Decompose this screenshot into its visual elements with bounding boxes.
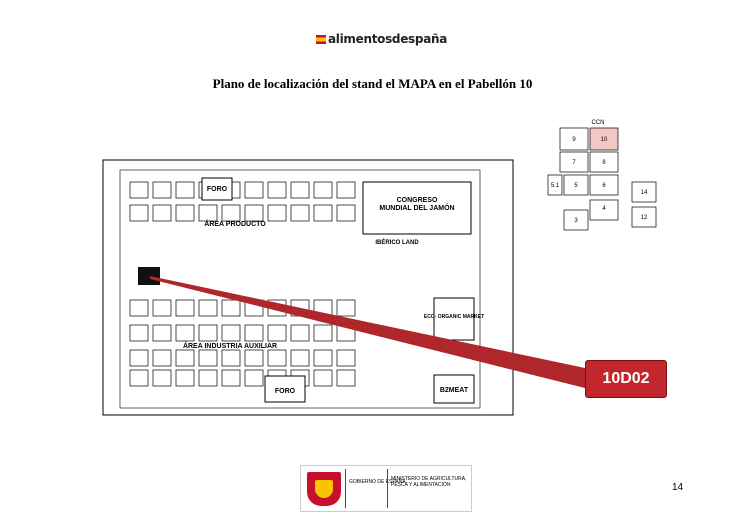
booth	[221, 349, 241, 367]
hall-8: 8	[602, 160, 606, 166]
booth	[129, 324, 149, 342]
booth	[152, 324, 172, 342]
eco-label: ECO- ORGANIC MARKET	[424, 314, 484, 320]
booth	[267, 324, 287, 342]
booth	[152, 181, 172, 199]
booth	[152, 204, 172, 222]
booth	[129, 349, 149, 367]
minimap	[547, 127, 657, 231]
booth	[336, 204, 356, 222]
booth	[175, 204, 195, 222]
booth	[313, 181, 333, 199]
booth	[290, 349, 310, 367]
congreso-label: CONGRESO	[397, 197, 438, 204]
congreso-zone	[362, 181, 472, 235]
booth	[175, 181, 195, 199]
hall-10: 10	[601, 137, 608, 143]
coat-of-arms-icon	[307, 472, 341, 506]
stand-10d02	[138, 267, 160, 285]
booth	[198, 299, 218, 317]
foro-label-top: FORO	[207, 186, 228, 193]
pointer-arrow	[150, 276, 585, 388]
hall-5-1: 5.1	[551, 183, 560, 189]
booth	[152, 299, 172, 317]
b2meat-label: B2MEAT	[440, 387, 469, 394]
booth	[290, 324, 310, 342]
area-industria-label: ÁREA INDUSTRIA AUXILIAR	[183, 341, 277, 350]
booth	[175, 299, 195, 317]
booth	[198, 369, 218, 387]
hall-7: 7	[572, 160, 576, 166]
booth	[175, 349, 195, 367]
hall-14: 14	[641, 190, 648, 196]
booth	[336, 349, 356, 367]
page-number: 14	[672, 482, 684, 493]
booth	[313, 324, 333, 342]
logo-text: alimentosdespaña	[328, 32, 448, 46]
booth	[221, 324, 241, 342]
ministry-label: MINISTERIO DE AGRICULTURA, PESCA Y ALIME…	[391, 476, 467, 488]
hall-4: 4	[602, 206, 606, 212]
alimentos-de-espana-logo: alimentosdespaña	[316, 32, 447, 46]
booth	[290, 204, 310, 222]
booth	[198, 324, 218, 342]
booth	[198, 204, 218, 222]
booth	[175, 369, 195, 387]
booth	[221, 204, 241, 222]
booth	[267, 181, 287, 199]
eco-market-zone	[433, 297, 475, 341]
booth	[267, 349, 287, 367]
booth	[290, 181, 310, 199]
booth	[152, 369, 172, 387]
hall-5: 5	[574, 183, 578, 189]
hall-3: 3	[574, 218, 578, 224]
mundial-jamon-label: MUNDIAL DEL JAMÓN	[379, 203, 454, 212]
flag-icon	[316, 35, 326, 44]
foro-label-bottom: FORO	[275, 388, 296, 395]
ministry-footer-logo: GOBIERNO DE ESPAÑA MINISTERIO DE AGRICUL…	[300, 465, 472, 512]
booth	[313, 349, 333, 367]
booth	[336, 369, 356, 387]
area-producto-label: ÁREA PRODUCTO	[204, 219, 266, 228]
page-title: Plano de localización del stand el MAPA …	[212, 76, 533, 91]
booth	[221, 299, 241, 317]
booth	[129, 181, 149, 199]
gov-label: GOBIERNO DE ESPAÑA	[349, 479, 406, 485]
booth	[244, 204, 264, 222]
booth	[244, 349, 264, 367]
booth	[336, 181, 356, 199]
b2meat-zone	[433, 374, 475, 404]
booth	[244, 324, 264, 342]
booth	[175, 324, 195, 342]
hall-12: 12	[641, 215, 648, 221]
booth	[244, 369, 264, 387]
booth	[198, 349, 218, 367]
booth	[336, 299, 356, 317]
booth	[267, 204, 287, 222]
hall-9: 9	[572, 137, 576, 143]
booth	[313, 369, 333, 387]
iberico-land-label: IBÉRICO LAND	[375, 238, 419, 246]
booth	[129, 299, 149, 317]
hall-6: 6	[602, 183, 606, 189]
booth	[129, 204, 149, 222]
stand-callout: 10D02	[585, 360, 667, 398]
booth	[221, 369, 241, 387]
hall-ccn: CCN	[592, 120, 605, 126]
booth	[152, 349, 172, 367]
booth	[244, 181, 264, 199]
booth	[129, 369, 149, 387]
hall-outline	[102, 159, 514, 416]
booth	[313, 204, 333, 222]
